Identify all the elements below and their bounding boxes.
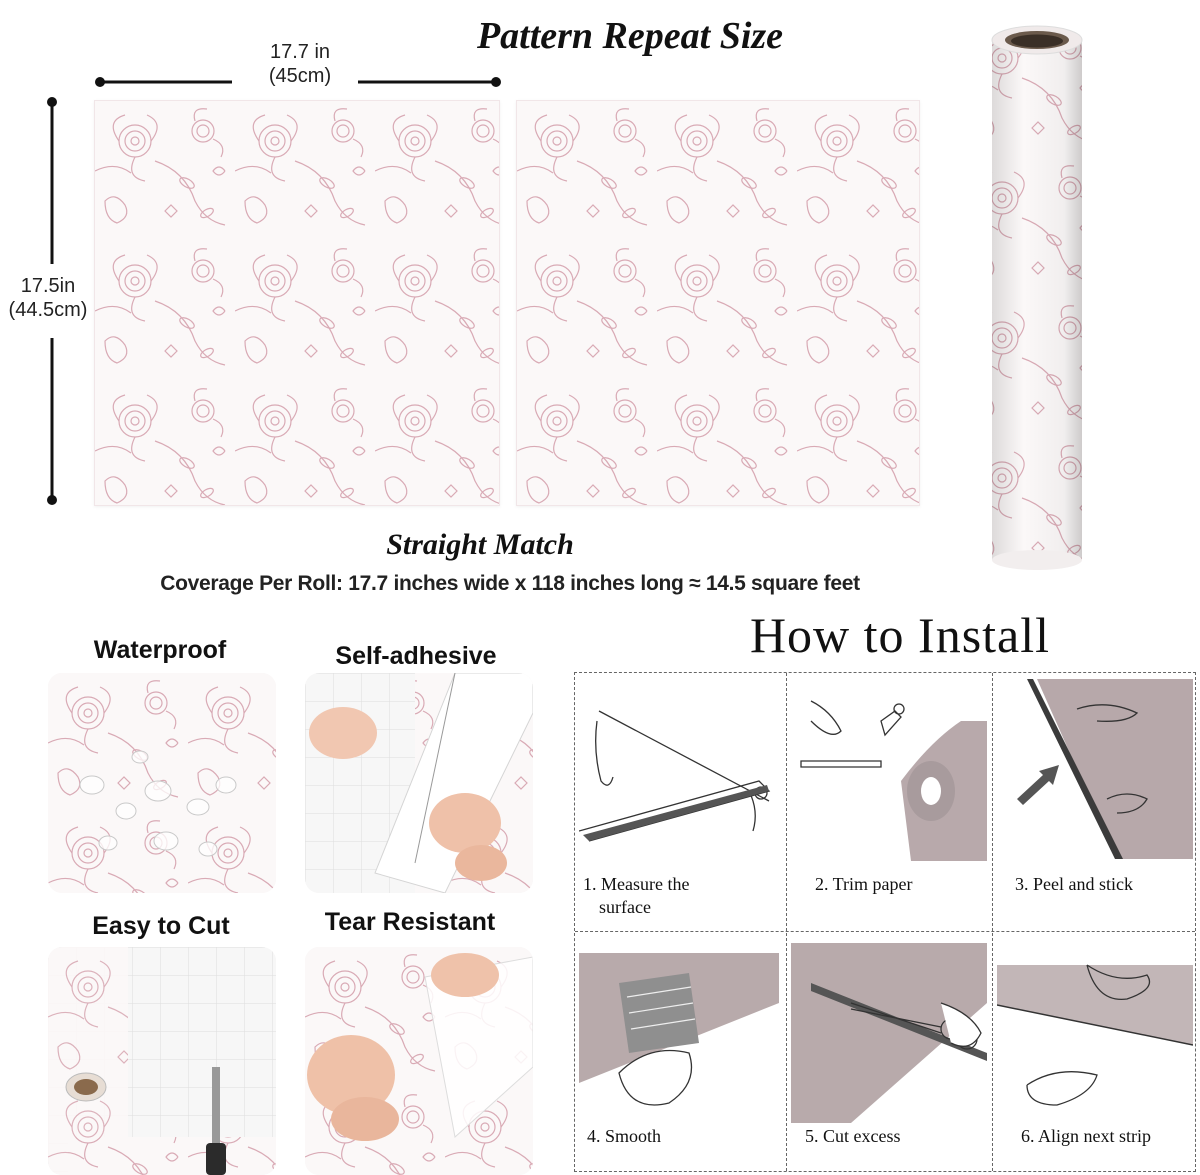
width-label: 17.7 in (45cm) <box>230 40 370 88</box>
feature-image-waterproof <box>48 673 276 893</box>
feature-label-tear-resistant: Tear Resistant <box>324 908 496 936</box>
height-cm: (44.5cm) <box>8 299 88 321</box>
step-4-label: 4. Smooth <box>587 1126 662 1146</box>
step-4-illustration <box>579 943 779 1123</box>
step-1-illustration <box>579 681 779 861</box>
step-6-illustration <box>997 945 1193 1125</box>
floral-pattern-image <box>517 101 919 505</box>
grid-divider <box>992 673 993 1171</box>
page-title: Pattern Repeat Size <box>476 15 784 57</box>
grid-divider <box>786 673 787 1171</box>
step-1-label: 1. Measure the surface <box>583 874 690 917</box>
width-dimension-line <box>95 77 501 87</box>
step-3-label: 3. Peel and stick <box>1015 874 1133 894</box>
feature-label-self-adhesive: Self-adhesive <box>335 642 497 670</box>
wallpaper-roll-image <box>962 18 1112 578</box>
coverage-text: Coverage Per Roll: 17.7 inches wide x 11… <box>160 572 860 595</box>
height-in: 17.5in <box>20 275 76 297</box>
width-cm: (45cm) <box>268 65 332 87</box>
feature-image-tear-resistant <box>305 947 533 1175</box>
feature-label-easy-to-cut: Easy to Cut <box>92 912 230 940</box>
pattern-panel-right <box>516 100 920 506</box>
height-label: 17.5in (44.5cm) <box>0 274 96 322</box>
step-6-label: 6. Align next strip <box>1021 1126 1151 1146</box>
install-title: How to Install <box>749 607 1051 663</box>
feature-image-easy-to-cut <box>48 947 276 1175</box>
pattern-panel-left <box>94 100 500 506</box>
install-steps-grid: 1. Measure the surface 2. Trim paper <box>574 672 1196 1172</box>
step-2-label: 2. Trim paper <box>815 874 913 894</box>
feature-label-waterproof: Waterproof <box>93 636 227 664</box>
floral-pattern-image <box>95 101 499 505</box>
step-5-illustration <box>791 943 987 1123</box>
width-in: 17.7 in <box>269 41 331 63</box>
height-dimension-line <box>47 97 57 505</box>
grid-divider <box>575 931 1195 932</box>
match-type-label: Straight Match <box>386 528 574 561</box>
step-3-illustration <box>997 679 1193 859</box>
feature-image-self-adhesive <box>305 673 533 893</box>
step-2-illustration <box>791 681 987 861</box>
step-5-label: 5. Cut excess <box>805 1126 901 1146</box>
